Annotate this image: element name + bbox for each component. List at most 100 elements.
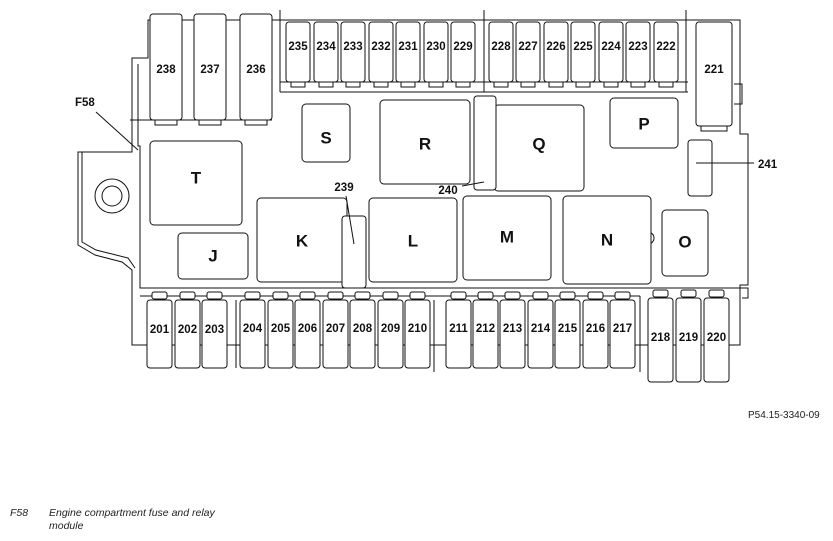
- fuse-235: 235: [285, 21, 311, 88]
- callout-group: F58 239 240 241: [75, 97, 778, 245]
- fuse-label-230: 230: [426, 41, 445, 53]
- fuse-label-235: 235: [288, 41, 308, 53]
- relay-label-n: N: [601, 231, 613, 250]
- fuse-label-208: 208: [353, 323, 373, 335]
- relay-label-l: L: [408, 232, 418, 251]
- relay-n: N: [562, 195, 652, 285]
- fuse-228: 228: [488, 21, 514, 88]
- fuse-label-225: 225: [573, 41, 593, 53]
- fuse-211: 211: [445, 291, 472, 369]
- fuse-232: 232: [368, 21, 394, 88]
- fuse-label-218: 218: [651, 332, 671, 344]
- fuse-row-top-left: 238 237 236: [149, 13, 273, 126]
- fuse-218: 218: [647, 289, 674, 383]
- relay-l: L: [368, 197, 458, 283]
- fuse-222: 222: [653, 21, 679, 88]
- fuse-238: 238: [149, 13, 183, 126]
- fuse-215: 215: [554, 291, 581, 369]
- fuse-229: 229: [450, 21, 476, 88]
- fuse-label-216: 216: [586, 323, 605, 335]
- fuse-label-213: 213: [503, 323, 522, 335]
- relay-s: S: [301, 103, 351, 163]
- fuse-233: 233: [340, 21, 366, 88]
- fuse-210: 210: [404, 291, 431, 369]
- fuse-label-210: 210: [408, 323, 427, 335]
- fuse-label-211: 211: [449, 323, 468, 335]
- relay-q: Q: [493, 104, 585, 192]
- fuse-205: 205: [267, 291, 294, 369]
- relay-k: K: [256, 197, 348, 283]
- relay-label-p: P: [638, 115, 649, 134]
- fuse-209: 209: [377, 291, 404, 369]
- fuse-label-201: 201: [150, 324, 170, 336]
- fuse-label-228: 228: [491, 41, 511, 53]
- relay-m: M: [462, 195, 552, 281]
- relay-label-r: R: [419, 135, 431, 154]
- relay-label-s: S: [320, 129, 331, 148]
- fuse-219: 219: [675, 289, 702, 383]
- fuse-label-229: 229: [453, 41, 472, 53]
- relay-p: P: [609, 97, 679, 149]
- legend-description: Engine compartment fuse and relay module: [49, 507, 215, 532]
- fuse-label-205: 205: [271, 323, 291, 335]
- fuse-label-202: 202: [178, 324, 197, 336]
- fuse-label-217: 217: [613, 323, 632, 335]
- fuse-row-bottom: 201 202 203 204 205 206 207 208 209 210 211 212 213 2…: [146, 289, 730, 383]
- relay-label-j: J: [208, 247, 217, 266]
- fuse-234: 234: [313, 21, 339, 88]
- relay-group: T J S R Q P K L M N O: [149, 95, 713, 289]
- fuse-208: 208: [349, 291, 376, 369]
- fuse-230: 230: [423, 21, 449, 88]
- callout-241: 241: [696, 159, 778, 171]
- fuse-label-219: 219: [679, 332, 698, 344]
- relay-label-k: K: [296, 232, 309, 251]
- fuse-label-212: 212: [476, 323, 495, 335]
- fuse-227: 227: [515, 21, 541, 88]
- fuse-label-234: 234: [316, 41, 336, 53]
- fuse-231: 231: [395, 21, 421, 88]
- fuse-216: 216: [582, 291, 609, 369]
- fuse-212: 212: [472, 291, 499, 369]
- legend-code: F58: [10, 507, 29, 519]
- relay-t: T: [149, 140, 243, 226]
- relay-j: J: [177, 232, 249, 280]
- callout-239-label: 239: [334, 182, 353, 194]
- callout-f58: F58: [75, 97, 139, 151]
- fuse-label-206: 206: [298, 323, 317, 335]
- fuse-214: 214: [527, 291, 554, 369]
- fuse-label-221: 221: [704, 64, 724, 76]
- fuse-223: 223: [625, 21, 651, 88]
- fuse-236: 236: [239, 13, 273, 126]
- fuse-label-223: 223: [628, 41, 647, 53]
- relay-240: [473, 95, 497, 191]
- fuse-label-238: 238: [156, 64, 176, 76]
- relay-241: [687, 139, 713, 197]
- fuse-226: 226: [543, 21, 569, 88]
- fuse-203: 203: [201, 291, 228, 369]
- fuse-206: 206: [294, 291, 321, 369]
- fuse-225: 225: [570, 21, 596, 88]
- fuse-label-222: 222: [656, 41, 675, 53]
- fuse-207: 207: [322, 291, 349, 369]
- fuse-label-220: 220: [707, 332, 726, 344]
- callout-240-label: 240: [438, 185, 457, 197]
- fuse-201: 201: [146, 291, 173, 369]
- fuse-label-226: 226: [546, 41, 565, 53]
- fuse-204: 204: [239, 291, 266, 369]
- fuse-label-227: 227: [518, 41, 537, 53]
- fuse-202: 202: [174, 291, 201, 369]
- part-code: P54.15-3340-09: [748, 410, 820, 421]
- relay-label-q: Q: [532, 135, 545, 154]
- relay-label-t: T: [191, 169, 202, 188]
- callout-241-label: 241: [758, 159, 778, 171]
- fuse-237: 237: [193, 13, 227, 126]
- callout-f58-label: F58: [75, 97, 95, 109]
- callout-240: 240: [438, 181, 485, 197]
- relay-o: O: [661, 209, 709, 277]
- fuse-label-204: 204: [243, 323, 263, 335]
- fuse-221: 221: [695, 21, 733, 132]
- relay-label-o: O: [678, 233, 691, 252]
- fuse-label-236: 236: [246, 64, 265, 76]
